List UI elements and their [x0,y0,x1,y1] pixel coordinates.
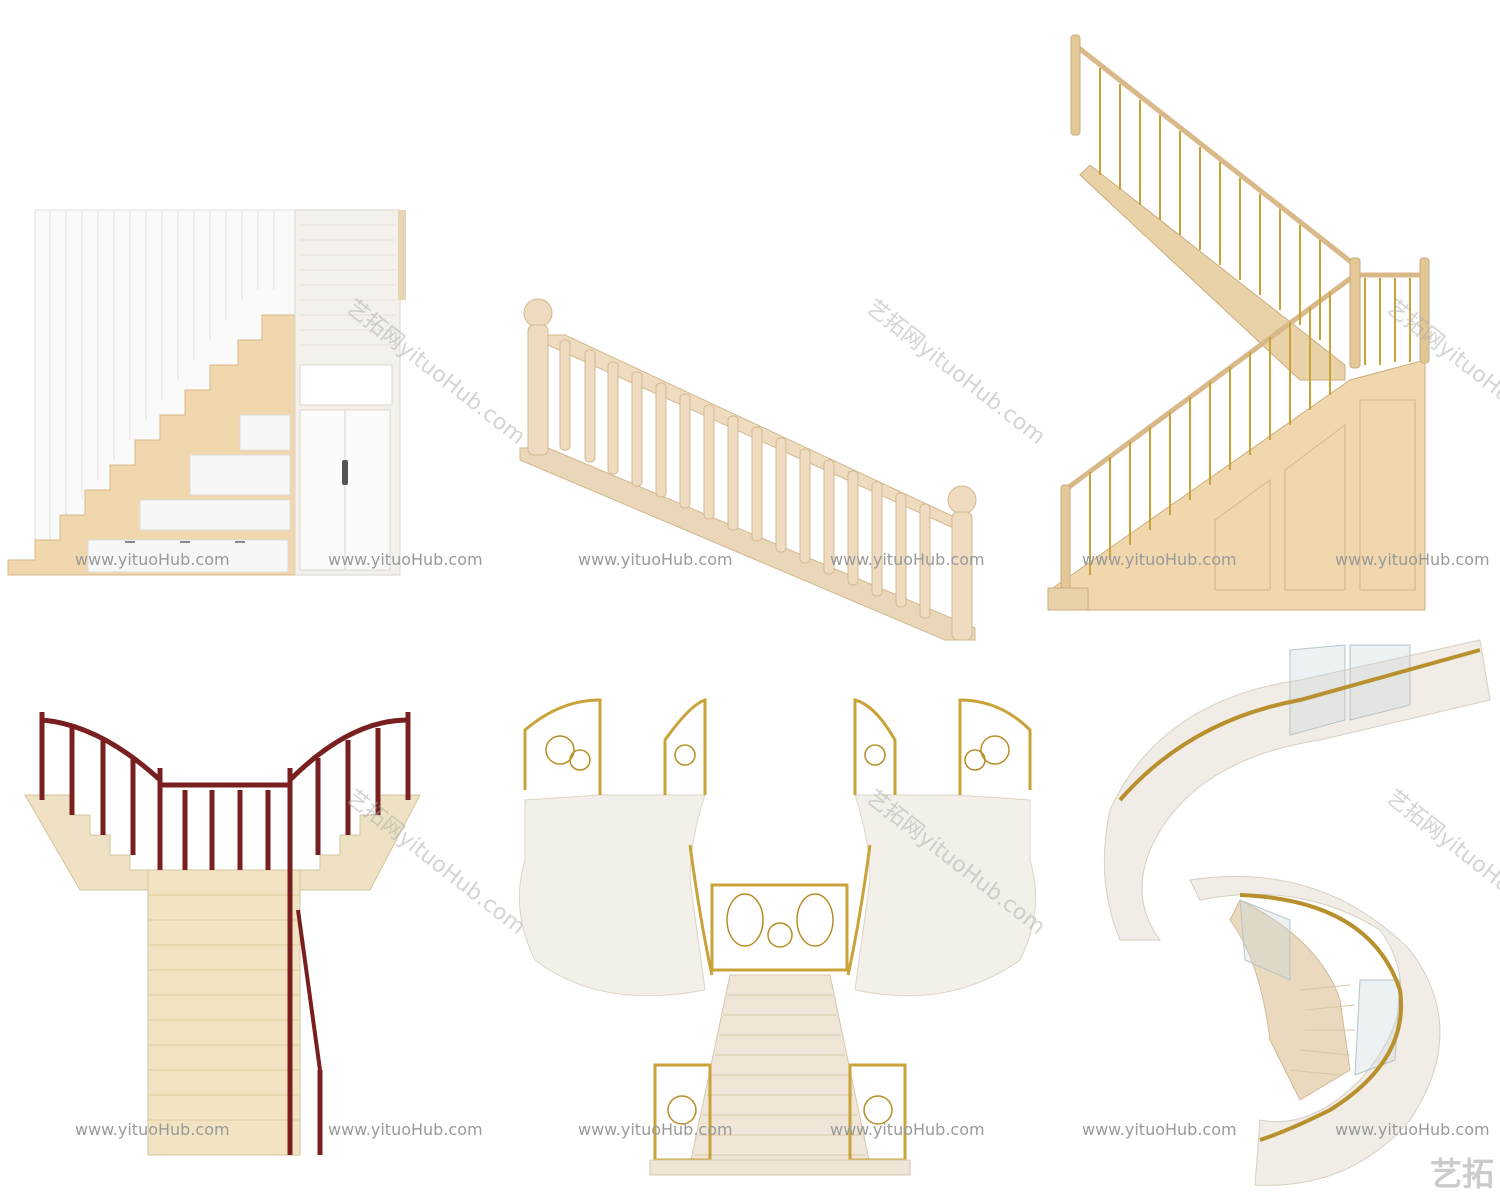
watermark-row-bottom: www.yituoHub.com www.yituoHub.com www.yi… [75,1120,1490,1139]
watermark-url: www.yituoHub.com [75,1120,230,1139]
brass-handrails [1118,648,1481,1142]
main-flight [147,869,301,1156]
balusters [559,339,931,619]
upper-handrail [1073,43,1357,267]
watermark-url: www.yituoHub.com [1335,1120,1490,1139]
storage-shelves [87,414,291,573]
watermark-url: www.yituoHub.com [578,550,733,569]
watermark-url: www.yituoHub.com [830,1120,985,1139]
baluster-handrail [519,298,977,641]
imperial-gold-staircase [518,697,1037,1176]
watermark-diagonal-text: 艺拓网yituoHub.com [861,295,1049,450]
wall-panels [1214,399,1416,591]
central-steps [695,994,865,1156]
drawer-handles [125,541,245,543]
upper-flight [1079,164,1346,381]
watermark-logo: 艺拓 [1430,1155,1494,1193]
watermark-url: www.yituoHub.com [75,550,230,569]
stringer [519,447,976,641]
gold-balusters-lower [1089,292,1331,575]
l-shaped-wooden-staircase [1047,34,1430,611]
watermark-url: www.yituoHub.com [1082,550,1237,569]
right-handrail [288,717,409,782]
lower-wall-panel [1049,359,1426,611]
cabinet-louvers [300,224,395,346]
inner-steps [1229,899,1351,1101]
watermark-url: www.yituoHub.com [578,1120,733,1139]
newel-post-top [523,298,553,456]
watermark-row-top: www.yituoHub.com www.yituoHub.com www.yi… [75,550,1490,569]
right-curved-flight [854,794,1037,997]
spiral-glass-staircase [1103,639,1491,1186]
left-handrail [41,717,162,782]
mahogany-balusters [39,712,411,1155]
cabinet-staircase [7,209,406,576]
gold-scrollwork [545,735,1010,1125]
watermark-url: www.yituoHub.com [1335,550,1490,569]
newel-post-bottom [947,485,977,641]
watermark-url: www.yituoHub.com [328,550,483,569]
landing-railing [1355,272,1425,365]
watermark-url: www.yituoHub.com [1082,1120,1237,1139]
gold-balusters-upper [1099,68,1321,340]
left-curved-flight [518,794,706,997]
step-lines [148,894,300,1121]
upper-spiral-stringer [1103,639,1491,941]
newel-posts [1060,34,1430,591]
spiral-treads [1289,984,1356,1076]
watermark-diagonal-text: 艺拓网yituoHub.com [1381,785,1500,940]
glass-panels [1239,644,1411,1076]
watermark-url: www.yituoHub.com [830,550,985,569]
lower-spiral-stringer [1189,875,1441,1186]
watermark-url: www.yituoHub.com [328,1120,483,1139]
y-shaped-marble-staircase [24,712,421,1156]
cabinet-handle [342,460,348,485]
